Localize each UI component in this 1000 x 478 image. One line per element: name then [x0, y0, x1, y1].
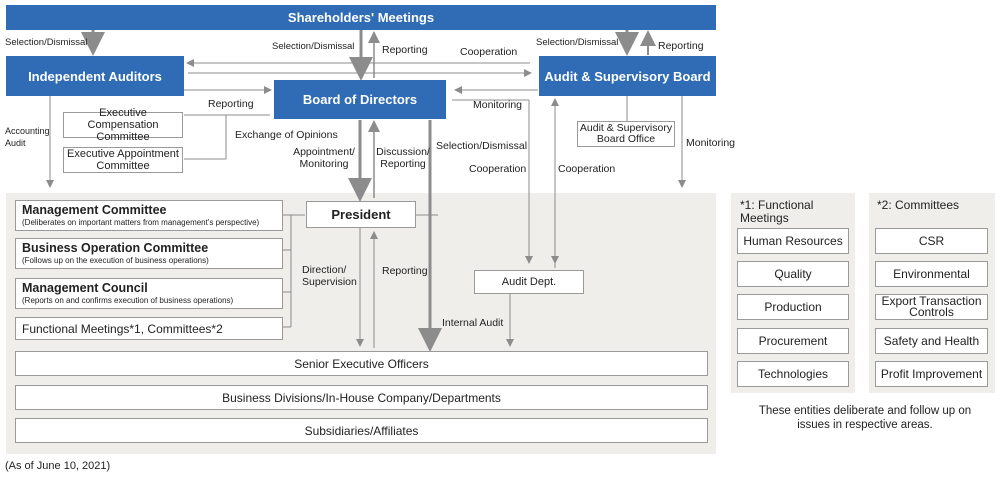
- independent-auditors-box: Independent Auditors: [6, 56, 184, 96]
- label-cooperation-left: Cooperation: [469, 163, 527, 175]
- label-selection-dismissal-audit: Selection/Dismissal: [436, 140, 528, 152]
- label-appointment-monitoring: Appointment/ Monitoring: [293, 146, 355, 170]
- label-accounting-audit: Accounting Audit: [5, 126, 50, 148]
- functional-meetings-committees-label: Functional Meetings*1, Committees*2: [22, 321, 223, 336]
- label-monitoring-board: Monitoring: [473, 99, 523, 111]
- label-selection-dismissal-center: Selection/Dismissal: [272, 41, 355, 52]
- label-reporting-right: Reporting: [658, 40, 704, 52]
- label-selection-dismissal-right: Selection/Dismissal: [536, 37, 619, 48]
- label-exchange-opinions: Exchange of Opinions: [235, 129, 338, 141]
- label-internal-audit: Internal Audit: [442, 317, 504, 329]
- committee-item-csr: CSR: [875, 228, 988, 254]
- business-divisions-box: Business Divisions/In-House Company/Depa…: [15, 385, 708, 410]
- committee-item-profit-improvement: Profit Improvement: [875, 361, 988, 387]
- label-reporting-auditors: Reporting: [208, 98, 254, 110]
- committee-item-export-transaction-controls: Export Transaction Controls: [875, 294, 988, 320]
- label-direction-supervision: Direction/ Supervision: [302, 264, 357, 288]
- executive-appointment-committee-box: Executive Appointment Committee: [63, 147, 183, 173]
- functional-item-procurement: Procurement: [737, 328, 849, 354]
- committees-title: *2: Committees: [877, 198, 960, 212]
- committees-panel: [869, 193, 995, 393]
- label-reporting-center: Reporting: [382, 44, 428, 56]
- functional-item-human-resources: Human Resources: [737, 228, 849, 254]
- subsidiaries-affiliates-box: Subsidiaries/Affiliates: [15, 418, 708, 443]
- committee-item-environmental: Environmental: [875, 261, 988, 287]
- committee-item-safety-health: Safety and Health: [875, 328, 988, 354]
- functional-item-production: Production: [737, 294, 849, 320]
- business-operation-committee-desc: (Follows up on the execution of business…: [22, 256, 209, 265]
- functional-item-technologies: Technologies: [737, 361, 849, 387]
- label-reporting-lower: Reporting: [382, 265, 428, 277]
- audit-board-office-box: Audit & Supervisory Board Office: [577, 121, 675, 147]
- senior-executive-officers-box: Senior Executive Officers: [15, 351, 708, 376]
- management-committee-desc: (Deliberates on important matters from m…: [22, 218, 260, 227]
- label-cooperation-right: Cooperation: [558, 163, 616, 175]
- shareholders-meetings-box: Shareholders' Meetings: [6, 5, 716, 30]
- business-operation-committee-title: Business Operation Committee: [22, 241, 209, 255]
- management-council-desc: (Reports on and confirms execution of bu…: [22, 296, 234, 305]
- business-operation-committee-box: Business Operation Committee (Follows up…: [15, 238, 283, 269]
- as-of-date: (As of June 10, 2021): [5, 460, 111, 472]
- board-of-directors-box: Board of Directors: [274, 80, 446, 119]
- functional-meetings-panel: [731, 193, 855, 393]
- management-council-box: Management Council (Reports on and confi…: [15, 278, 283, 309]
- management-committee-box: Management Committee (Deliberates on imp…: [15, 200, 283, 231]
- functional-item-quality: Quality: [737, 261, 849, 287]
- functional-meetings-title: *1: Functional Meetings: [740, 198, 814, 225]
- management-committee-title: Management Committee: [22, 203, 167, 217]
- label-monitoring-right: Monitoring: [686, 137, 736, 149]
- executive-compensation-committee-box: Executive Compensation Committee: [63, 107, 183, 143]
- label-cooperation-top: Cooperation: [460, 46, 518, 58]
- label-selection-dismissal-left: Selection/Dismissal: [5, 37, 88, 48]
- president-box: President: [306, 201, 416, 228]
- functional-meetings-committees-box: Functional Meetings*1, Committees*2: [15, 317, 283, 340]
- side-note: These entities deliberate and follow up …: [758, 405, 972, 431]
- management-council-title: Management Council: [22, 281, 148, 295]
- label-discussion-reporting: Discussion/ Reporting: [376, 146, 430, 170]
- audit-supervisory-board-box: Audit & Supervisory Board: [539, 56, 716, 96]
- audit-dept-box: Audit Dept.: [474, 270, 584, 294]
